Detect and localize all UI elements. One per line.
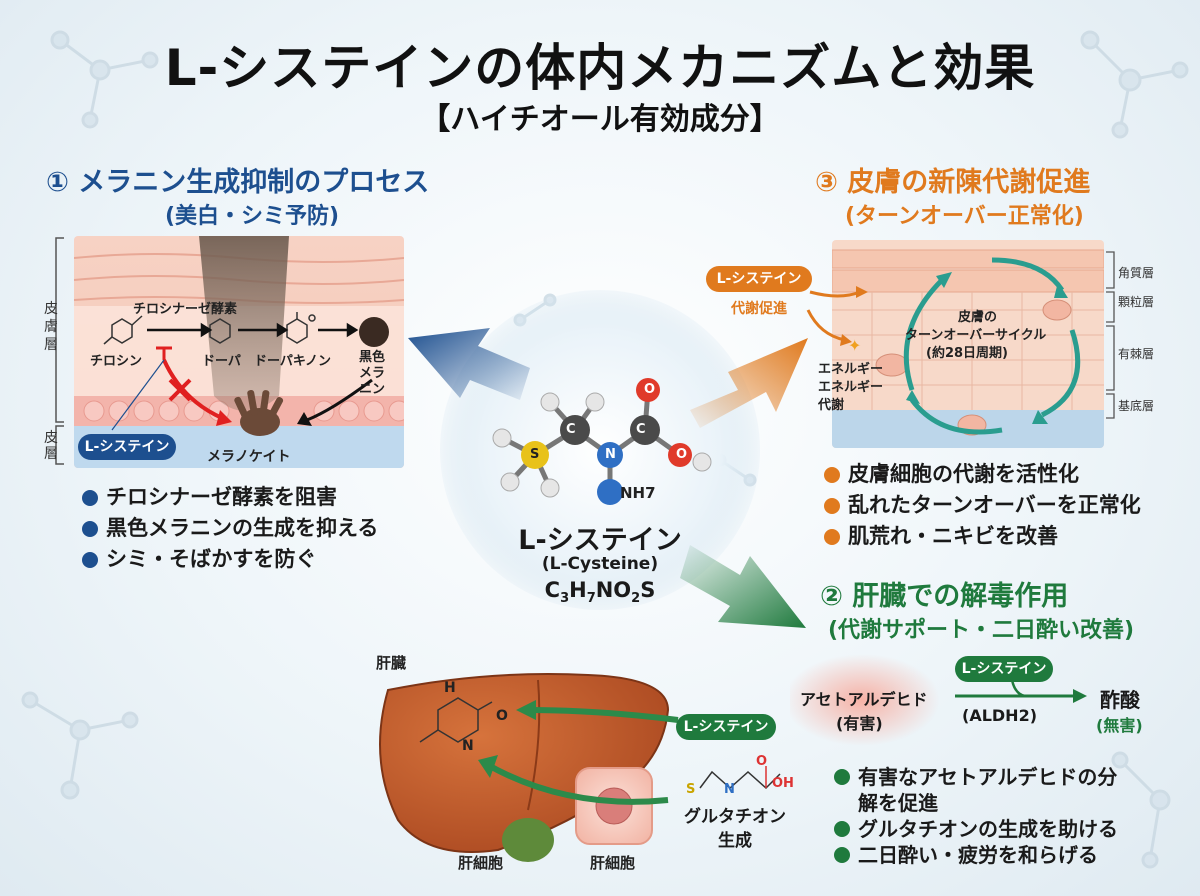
liver-mol-o: O — [496, 708, 508, 724]
center-english-name: (L-Cysteine) — [541, 554, 659, 574]
bullet-item: 肌荒れ・ニキビを改善 — [824, 521, 1141, 552]
bullet-dot — [82, 551, 98, 568]
melanin-pathway — [103, 312, 389, 436]
arrow-to-turnover — [690, 338, 808, 428]
liver-mol-n: N — [462, 738, 474, 754]
atom-nh7: NH7 — [620, 484, 656, 502]
acetaldehyde-label: アセトアルデヒド — [800, 690, 928, 709]
bullet-item: グルタチオンの生成を助ける — [834, 816, 1118, 842]
section1-bullets: チロシナーゼ酵素を阻害 黒色メラニンの生成を抑える シミ・そばかすを防ぐ — [82, 482, 378, 575]
cycle-name: ターンオーバーサイクル — [905, 328, 1047, 343]
bullet-dot — [834, 769, 850, 785]
section2-title: ② 肝臓での解毒作用 — [820, 581, 1069, 612]
energy-label-1: エネルギー — [818, 362, 884, 377]
section3-title: ③ 皮膚の新陳代謝促進 — [815, 167, 1091, 198]
turnover-skin-panel — [832, 240, 1104, 448]
center-compound-name: L-システイン — [518, 525, 682, 556]
bullet-item: 皮膚細胞の代謝を活性化 — [824, 459, 1141, 490]
basal-layer-label: 基底層 — [1118, 399, 1155, 413]
melanin-skin-panel — [74, 236, 404, 468]
section1-subtitle: (美白・シミ予防) — [165, 204, 340, 229]
cysteine-structure — [492, 378, 712, 505]
reaction-graphic — [790, 654, 1087, 746]
atom-c2: C — [636, 422, 646, 437]
hepatocyte-label-2: 肝細胞 — [590, 854, 636, 872]
bullet-item: 乱れたターンオーバーを正常化 — [824, 490, 1141, 521]
section2-subtitle: (代謝サポート・二日酔い改善) — [828, 618, 1135, 643]
liver-label: 肝臓 — [376, 654, 407, 672]
bullet-item: シミ・そばかすを防ぐ — [82, 544, 378, 575]
granular-layer-label: 顆粒層 — [1118, 295, 1155, 309]
section3-subtitle: (ターンオーバー正常化) — [845, 204, 1084, 229]
liver-mol-h: H — [444, 680, 456, 696]
bullet-dot — [834, 847, 850, 863]
dopaquinone-label: ドーパキノン — [254, 354, 331, 369]
stratum-corneum-label: 角質層 — [1118, 266, 1155, 280]
atom-o2: O — [676, 447, 688, 462]
bullet-dot — [824, 466, 840, 483]
bullet-item: チロシナーゼ酵素を阻害 — [82, 482, 378, 513]
cycle-period: (約28日周期) — [926, 346, 1008, 361]
l-cysteine-badge-liver: L-システイン — [676, 714, 776, 740]
harmless-label: (無害) — [1096, 716, 1143, 735]
bullet-dot — [824, 497, 840, 514]
section3-bullets: 皮膚細胞の代謝を活性化 乱れたターンオーバーを正常化 肌荒れ・ニキビを改善 — [824, 459, 1141, 552]
page-title: L-システインの体内メカニズムと効果 — [164, 39, 1036, 97]
bullet-item: 黒色メラニンの生成を抑える — [82, 513, 378, 544]
cycle-title: 皮膚の — [958, 310, 998, 325]
melanocyte-label: メラノケイト — [207, 449, 291, 465]
glutathione-generation-label: 生成 — [718, 831, 752, 851]
acetic-acid-label: 酢酸 — [1100, 688, 1140, 712]
atom-o1: O — [644, 382, 656, 397]
center-formula: C3H7NO2S — [544, 578, 656, 607]
skin-bracket — [55, 237, 64, 465]
atom-n: N — [605, 447, 616, 462]
turnover-bracket — [1106, 251, 1115, 419]
dopa-label: ドーパ — [202, 354, 241, 369]
section2-bullets: 有害なアセトアルデヒドの分解を促進 グルタチオンの生成を助ける 二日酔い・疲労を… — [834, 764, 1118, 868]
atom-c1: C — [566, 422, 576, 437]
hepatocyte-label-1: 肝細胞 — [458, 854, 504, 872]
atom-s: S — [530, 447, 540, 462]
l-cysteine-badge-2: L-システイン — [955, 656, 1053, 682]
metabolism-promotion-label: 代謝促進 — [731, 301, 787, 317]
bullet-dot — [82, 489, 98, 506]
tyrosinase-label: チロシナーゼ酵素 — [133, 302, 238, 317]
energy-label-2: エネルギー — [818, 380, 884, 395]
energy-metabolism-label: 代謝 — [818, 398, 845, 413]
bullet-item: 有害なアセトアルデヒドの分解を促進 — [834, 764, 1118, 816]
bullet-dot — [824, 528, 840, 545]
black-melanin-label: 黒色メラニン — [358, 350, 385, 397]
tyrosine-label: チロシン — [90, 354, 143, 369]
aldh2-label: (ALDH2) — [962, 706, 1038, 725]
l-cysteine-badge-3: L-システイン — [706, 266, 812, 292]
bullet-dot — [834, 821, 850, 837]
bullet-dot — [82, 520, 98, 537]
skin-layer-label: 皮膚層 — [44, 301, 58, 353]
arrow-to-melanin — [408, 328, 530, 400]
acetaldehyde-harm-label: (有害) — [836, 714, 883, 733]
gsh-s: S — [686, 782, 696, 797]
glutathione-structure — [699, 766, 781, 790]
spinous-layer-label: 有棘層 — [1118, 347, 1155, 361]
arrow-to-liver — [680, 545, 806, 628]
gsh-n: N — [724, 782, 735, 797]
orange-flow-arrows — [806, 286, 868, 346]
spark-icon: ✦ — [848, 336, 862, 355]
gsh-oh: OH — [772, 776, 794, 791]
gsh-o: O — [756, 754, 768, 769]
glutathione-label: グルタチオン — [684, 807, 786, 827]
dermis-label: 皮層 — [44, 430, 58, 462]
bullet-item: 二日酔い・疲労を和らげる — [834, 842, 1118, 868]
l-cysteine-badge-1: L-システイン — [78, 434, 176, 460]
liver-illustration — [379, 673, 679, 862]
page-subtitle: 【ハイチオール有効成分】 — [420, 102, 780, 137]
section1-title: ① メラニン生成抑制のプロセス — [46, 167, 430, 198]
